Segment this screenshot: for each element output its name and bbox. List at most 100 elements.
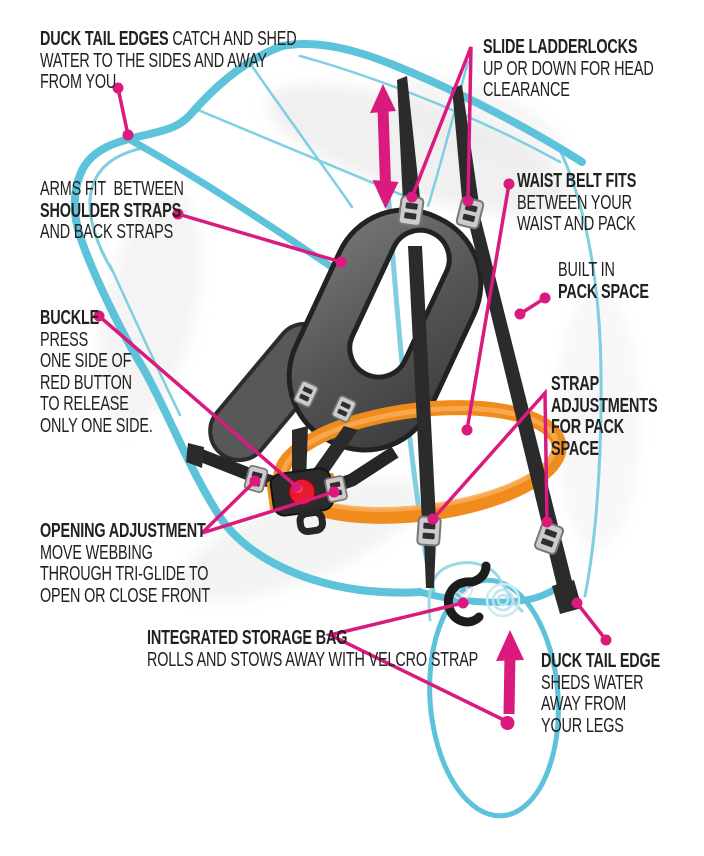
annotation-text-segment: FROM YOU: [40, 71, 117, 93]
right-strap-end: [552, 580, 582, 614]
annotation-text-segment: SHEDS WATER: [541, 671, 644, 694]
annotation-line: BETWEEN YOUR: [517, 191, 636, 215]
left-top-strap: [397, 76, 420, 203]
annotation-text-segment: MOVE WEBBING: [40, 541, 153, 564]
annotation-text-segment: ROLLS AND STOWS AWAY WITH VELCRO STRAP: [147, 648, 479, 671]
annotation-line: AND BACK STRAPS: [40, 221, 184, 244]
diagonal-strap-left: [292, 426, 308, 482]
annotation-text-segment: INTEGRATED STORAGE BAG: [147, 627, 348, 649]
annotation-text-segment: TO RELEASE: [40, 393, 129, 415]
annotation-line: UP OR DOWN FOR HEAD: [483, 57, 654, 81]
annotation-text-segment: WAIST AND PACK: [517, 213, 636, 235]
pointer-line-built-in: [514, 292, 551, 320]
annotation-text-segment: SHOULDER STRAPS: [40, 199, 182, 222]
annotation-line: CLEARANCE: [483, 79, 654, 102]
annotation-line: SPACE: [551, 437, 657, 461]
annotation-line: FOR PACK: [551, 416, 657, 439]
pointer-line-slide-ladderlocks: [406, 46, 474, 207]
annotation-line: RED BUTTON: [40, 371, 153, 395]
annotation-line: AWAY FROM: [541, 693, 660, 716]
annotation-text-segment: BETWEEN YOUR: [517, 191, 632, 214]
annotation-text-segment: WATER TO THE SIDES AND AWAY: [40, 49, 267, 72]
annotation-text-segment: BUCKLE: [40, 307, 100, 329]
annotation-text-segment: FOR PACK: [551, 416, 624, 438]
annotation-line: SHOULDER STRAPS: [40, 199, 184, 223]
annotation-text-segment: CATCH AND SHED: [172, 28, 297, 50]
annotation-text-segment: STRAP: [551, 373, 600, 395]
pointer-line-duck-tail-legs: [571, 597, 612, 646]
leg-opening-oval: [427, 577, 561, 819]
pointer-line-buckle: [93, 310, 302, 492]
pointer-line-integrated-storage: [324, 597, 510, 724]
annotation-line: OPEN OR CLOSE FRONT: [40, 584, 211, 608]
pointer-line-duck-tail-top: [112, 82, 134, 141]
annotation-text-segment: YOUR LEGS: [541, 714, 624, 737]
annotation-line: BUCKLE: [40, 307, 153, 330]
annotation-text-segment: OPEN OR CLOSE FRONT: [40, 584, 211, 607]
up-down-arrow-icon: [370, 84, 399, 209]
annotation-text-segment: ARMS FIT BETWEEN: [40, 178, 184, 200]
annotation-line: PACK SPACE: [558, 280, 649, 304]
annotation-text-segment: WAIST BELT FITS: [517, 170, 637, 192]
annotation-text-segment: SLIDE LADDERLOCKS: [483, 36, 638, 58]
annotation-line: BUILT IN: [558, 259, 649, 282]
annotation-text-segment: RED BUTTON: [40, 371, 132, 394]
annotation-line: ADJUSTMENTS: [551, 395, 658, 418]
annotation-line: STRAP: [551, 373, 657, 396]
annotation-line: ROLLS AND STOWS AWAY WITH VELCRO STRAP: [147, 648, 479, 672]
annotation-line: THROUGH TRI-GLIDE TO: [40, 563, 210, 586]
annotation-line: WAIST BELT FITS: [517, 170, 637, 193]
annotation-line: OPENING ADJUSTMENT: [40, 520, 210, 543]
annotation-graphics: [93, 46, 612, 730]
annotation-line: DUCK TAIL EDGES CATCH AND SHED: [40, 28, 297, 51]
annotation-text-segment: SPACE: [551, 437, 599, 460]
up-arrow-icon: [496, 630, 524, 730]
annotation-text-segment: PACK SPACE: [558, 280, 649, 303]
annotation-text-segment: UP OR DOWN FOR HEAD: [483, 57, 654, 80]
annotation-line: ARMS FIT BETWEEN: [40, 178, 184, 201]
center-strap-lower: [424, 540, 436, 588]
annotation-line: PRESS: [40, 328, 153, 352]
center-strap: [408, 246, 436, 522]
pointer-line-waist-belt: [461, 178, 515, 436]
pointer-line-strap-adjustments: [427, 388, 553, 528]
annotation-text-segment: DUCK TAIL EDGES: [40, 28, 173, 50]
annotation-line: SHEDS WATER: [541, 671, 660, 695]
annotation-line: ONLY ONE SIDE.: [40, 414, 153, 438]
pointer-line-shoulder-straps: [172, 208, 347, 268]
pointer-line-opening-adjustment: [200, 475, 340, 535]
right-top-strap: [452, 85, 479, 210]
webbing-end-tab: [186, 443, 204, 468]
annotation-line: MOVE WEBBING: [40, 541, 210, 565]
annotation-line: FROM YOU: [40, 71, 297, 94]
annotation-line: WATER TO THE SIDES AND AWAY: [40, 49, 297, 73]
annotation-text-segment: CLEARANCE: [483, 79, 570, 101]
annotation-line: TO RELEASE: [40, 393, 153, 416]
annotation-text-segment: THROUGH TRI-GLIDE TO: [40, 563, 209, 585]
duck-tail-flap: [427, 561, 524, 622]
annotation-text-segment: AWAY FROM: [541, 693, 627, 715]
annotation-line: WAIST AND PACK: [517, 213, 636, 236]
annotation-text-segment: ONE SIDE OF: [40, 350, 132, 372]
annotation-text-segment: DUCK TAIL EDGE: [541, 650, 661, 672]
annotation-text-segment: PRESS: [40, 328, 89, 351]
annotation-line: DUCK TAIL EDGE: [541, 650, 661, 673]
annotation-text-segment: ONLY ONE SIDE.: [40, 414, 153, 437]
annotation-text-segment: AND BACK STRAPS: [40, 221, 174, 243]
annotation-text-segment: OPENING ADJUSTMENT: [40, 520, 206, 542]
annotation-line: SLIDE LADDERLOCKS: [483, 36, 654, 59]
rolled-storage-bag: [444, 561, 491, 627]
annotation-text-segment: BUILT IN: [558, 259, 615, 281]
annotation-line: INTEGRATED STORAGE BAG: [147, 627, 478, 650]
